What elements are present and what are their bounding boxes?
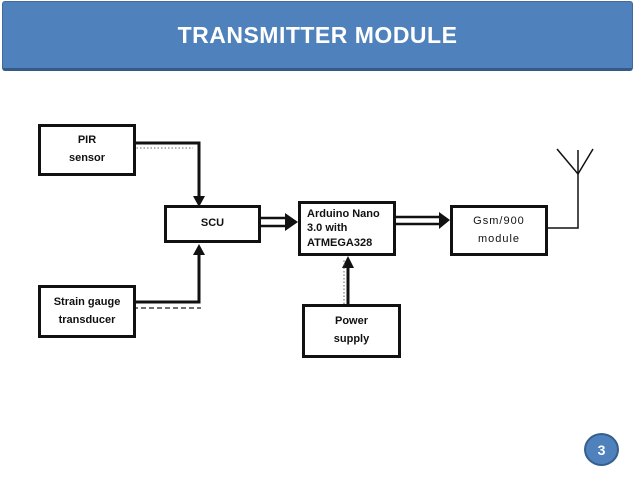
arrowhead-pir-to-scu: [193, 196, 205, 207]
page-number-badge: 3: [584, 433, 619, 466]
node-gsm-module-label: Gsm/900 module: [473, 215, 525, 245]
connector-pir-to-scu: [135, 141, 201, 201]
arrowhead-scu-to-arduino: [285, 213, 298, 231]
node-arduino-nano: Arduino Nano 3.0 with ATMEGA328: [298, 201, 396, 256]
node-arduino-nano-label: Arduino Nano 3.0 with ATMEGA328: [307, 208, 380, 249]
arrowhead-strain-to-scu: [193, 244, 205, 255]
connector-scu-to-arduino: [260, 216, 286, 228]
arrowhead-power-to-arduino: [342, 256, 354, 268]
slide-title: TRANSMITTER MODULE: [177, 21, 458, 48]
node-scu-label: SCU: [200, 217, 225, 230]
node-pir-sensor-label: PIR sensor: [68, 134, 106, 164]
title-bar: TRANSMITTER MODULE: [2, 1, 633, 71]
arrowhead-arduino-to-gsm: [439, 212, 450, 229]
antenna-v-lines: [556, 148, 594, 176]
connector-arduino-to-gsm: [395, 215, 440, 226]
node-power-supply-label: Power supply: [333, 315, 370, 345]
antenna-mast-line: [547, 150, 579, 229]
antenna-icon: [547, 148, 594, 229]
connector-strain-to-scu: [135, 250, 201, 304]
node-gsm-module: Gsm/900 module: [450, 205, 548, 256]
node-scu: SCU: [164, 205, 261, 243]
node-pir-sensor: PIR sensor: [38, 124, 136, 176]
page-number: 3: [597, 441, 606, 458]
node-power-supply: Power supply: [302, 304, 401, 358]
node-strain-gauge-transducer: Strain gauge transducer: [38, 285, 136, 338]
node-strain-gauge-label: Strain gauge transducer: [53, 295, 121, 326]
